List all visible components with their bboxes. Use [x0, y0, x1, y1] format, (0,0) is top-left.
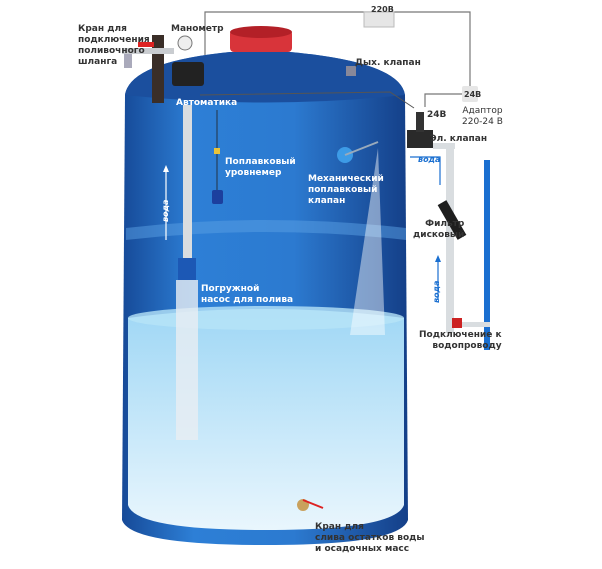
label-drain-tap: Кран для слива остатков воды и осадочных… [315, 522, 425, 554]
float-level-icon [212, 190, 223, 204]
breather-valve-icon [346, 66, 356, 76]
label-24v: 24В [427, 110, 447, 120]
inlet-pipe [433, 143, 455, 149]
inlet-tap-icon [452, 318, 462, 328]
socket-icon [363, 11, 395, 28]
flow-label-inlet: вода [418, 155, 441, 164]
adapter-box-label: 24В [464, 90, 482, 99]
label-mech-float-valve: Механический поплавковый клапан [308, 174, 384, 206]
label-automation: Автоматика [176, 98, 238, 108]
pump-pipe [183, 105, 192, 260]
mains-pipe [484, 160, 490, 350]
label-solenoid-valve: Эл. клапан [430, 134, 488, 144]
flow-label-mains: вода [432, 280, 441, 303]
water-spray [350, 148, 385, 335]
label-hose-tap: Кран для подключения поливочного шланга [78, 24, 150, 67]
label-breather-valve: Дых. клапан [355, 58, 421, 68]
label-mains-connection: Подключение к водопроводу [419, 330, 502, 351]
adapter-box [462, 86, 478, 102]
manometer-icon [177, 35, 193, 51]
label-submersible-pump: Погружной насос для полива [201, 284, 294, 305]
disc-filter-icon [437, 200, 467, 240]
label-disc-filter: Фильтр дисковый [413, 219, 465, 240]
water [128, 309, 404, 530]
solenoid-valve-icon [407, 130, 433, 148]
label-adapter: Адаптор 220-24 В [462, 106, 503, 127]
label-float-level: Поплавковый уровнемер [225, 157, 296, 178]
tap-handle-icon [138, 42, 154, 47]
automation-unit-icon [172, 62, 204, 86]
pump-icon [178, 258, 196, 280]
label-manometer: Манометр [171, 24, 224, 34]
flow-label-pump: вода [161, 199, 170, 222]
label-220v: 220В [371, 5, 394, 14]
